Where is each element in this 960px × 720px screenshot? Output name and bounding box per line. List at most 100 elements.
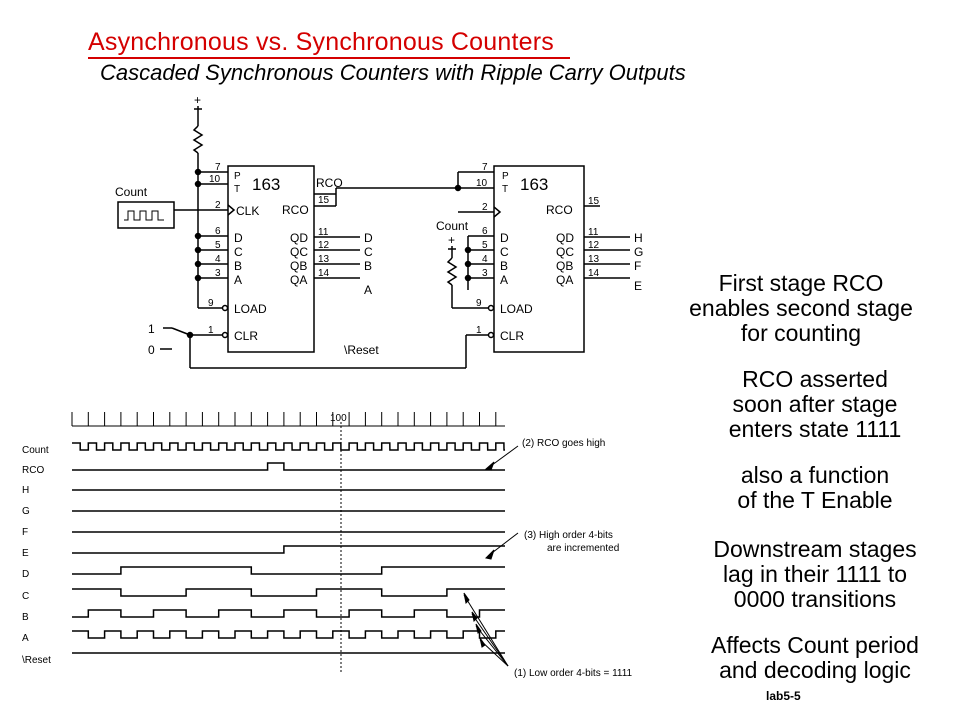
signal-waveform (72, 609, 505, 618)
chip1-pin-4: 4 (215, 254, 221, 265)
note-line: First stage RCO (718, 270, 884, 296)
annotation-high-order-1: (3) High order 4-bits (524, 530, 613, 541)
slide-subtitle: Cascaded Synchronous Counters with Rippl… (100, 60, 686, 85)
note-rco-asserted: RCO asserted soon after stage enters sta… (670, 367, 960, 442)
note-line: soon after stage (732, 391, 898, 417)
note-line: enables second stage (689, 295, 913, 321)
chip1-in-a: A (234, 273, 242, 287)
title-underline (88, 57, 570, 59)
chip2-pin-15: 15 (588, 196, 600, 207)
chip2-pin-11: 11 (588, 227, 599, 238)
signal-waveforms (72, 442, 505, 654)
chip1-clr: CLR (234, 329, 258, 343)
stage1-out-a: A (364, 283, 372, 297)
signal-label: C (22, 591, 29, 602)
chip2-pin-3: 3 (482, 268, 488, 279)
chip1-pin-2: 2 (215, 200, 221, 211)
counter-schematic (117, 106, 630, 369)
chip1-in-c: C (234, 245, 243, 259)
count-generator (117, 201, 175, 229)
slide-title: Asynchronous vs. Synchronous Counters (88, 28, 554, 56)
note-first-stage: First stage RCO enables second stage for… (656, 271, 946, 346)
chip2-out-qd: QD (556, 231, 574, 245)
chip2-in-a: A (500, 273, 508, 287)
stage1-out-b: B (364, 259, 372, 273)
vcc-plus-1: + (194, 93, 201, 107)
chip1-out-qc: QC (290, 245, 308, 259)
chip1-pin-10: 10 (209, 174, 221, 185)
switch-one-label: 1 (148, 322, 155, 336)
chip1-label: 163 (252, 175, 280, 194)
chip2-out-qb: QB (556, 259, 573, 273)
signal-label: F (22, 527, 28, 538)
chip2-load: LOAD (500, 302, 533, 316)
count-label-1: Count (115, 185, 148, 199)
signal-waveform (72, 630, 505, 639)
chip1-out-qa: QA (290, 273, 307, 287)
chip2-p: P (502, 171, 509, 182)
signal-waveform (72, 462, 505, 471)
signal-label: A (22, 633, 29, 644)
signal-label: G (22, 506, 30, 517)
count-label-2: Count (436, 219, 469, 233)
note-t-enable: also a function of the T Enable (670, 463, 960, 513)
chip2-t: T (502, 184, 508, 195)
counter-chip-1 (227, 165, 315, 353)
note-line: also a function (740, 462, 890, 488)
stage2-out-f: F (634, 259, 641, 273)
chip2-pin-4: 4 (482, 254, 488, 265)
counter-chip-2 (493, 165, 585, 353)
chip2-pin-6: 6 (482, 226, 488, 237)
chip1-pin-12: 12 (318, 240, 330, 251)
chip1-pin-14: 14 (318, 268, 330, 279)
note-line: enters state 1111 (728, 416, 902, 442)
chip1-pin-5: 5 (215, 240, 221, 251)
stage2-out-g: G (634, 245, 643, 259)
vcc-plus-2: + (448, 233, 455, 247)
annotation-high-order-2: are incremented (547, 543, 619, 554)
stage2-out-e: E (634, 279, 642, 293)
stage1-out-d: D (364, 231, 373, 245)
chip1-in-b: B (234, 259, 242, 273)
signal-label: H (22, 485, 29, 496)
signal-waveform (72, 588, 505, 597)
chip1-pin-3: 3 (215, 268, 221, 279)
signal-label: \Reset (22, 655, 51, 666)
chip1-load: LOAD (234, 302, 267, 316)
annotation-low-order: (1) Low order 4-bits = 1111 (514, 668, 633, 679)
chip1-clk: CLK (236, 204, 259, 218)
chip2-in-b: B (500, 259, 508, 273)
chip2-pin-13: 13 (588, 254, 600, 265)
chip1-pin-6: 6 (215, 226, 221, 237)
note-line: Affects Count period (711, 632, 919, 658)
timing-ruler (71, 412, 505, 427)
note-line: 0000 transitions (733, 586, 897, 612)
chip2-in-d: D (500, 231, 509, 245)
note-line: lag in their 1111 to (722, 561, 908, 587)
chip1-pin-9: 9 (208, 298, 214, 309)
chip2-pin-2: 2 (482, 202, 488, 213)
chip1-pin-7: 7 (215, 162, 221, 173)
chip2-pin-5: 5 (482, 240, 488, 251)
timing-annotations (463, 445, 519, 667)
chip1-p: P (234, 171, 241, 182)
note-line: for counting (740, 320, 862, 346)
annotation-rco-high: (2) RCO goes high (522, 438, 605, 449)
chip1-pin-11: 11 (318, 227, 329, 238)
chip1-pin-13: 13 (318, 254, 330, 265)
chip2-clr: CLR (500, 329, 524, 343)
chip2-pin-1: 1 (476, 325, 482, 336)
chip2-pin-12: 12 (588, 240, 600, 251)
chip1-rco-out: RCO (316, 176, 343, 190)
signal-waveform (72, 566, 505, 575)
chip2-in-c: C (500, 245, 509, 259)
chip2-pin-9: 9 (476, 298, 482, 309)
signal-label: E (22, 548, 29, 559)
signal-waveform (72, 545, 505, 554)
chip2-pin-10: 10 (476, 178, 488, 189)
chip1-in-d: D (234, 231, 243, 245)
chip1-t: T (234, 184, 240, 195)
chip2-pin-7: 7 (482, 162, 488, 173)
